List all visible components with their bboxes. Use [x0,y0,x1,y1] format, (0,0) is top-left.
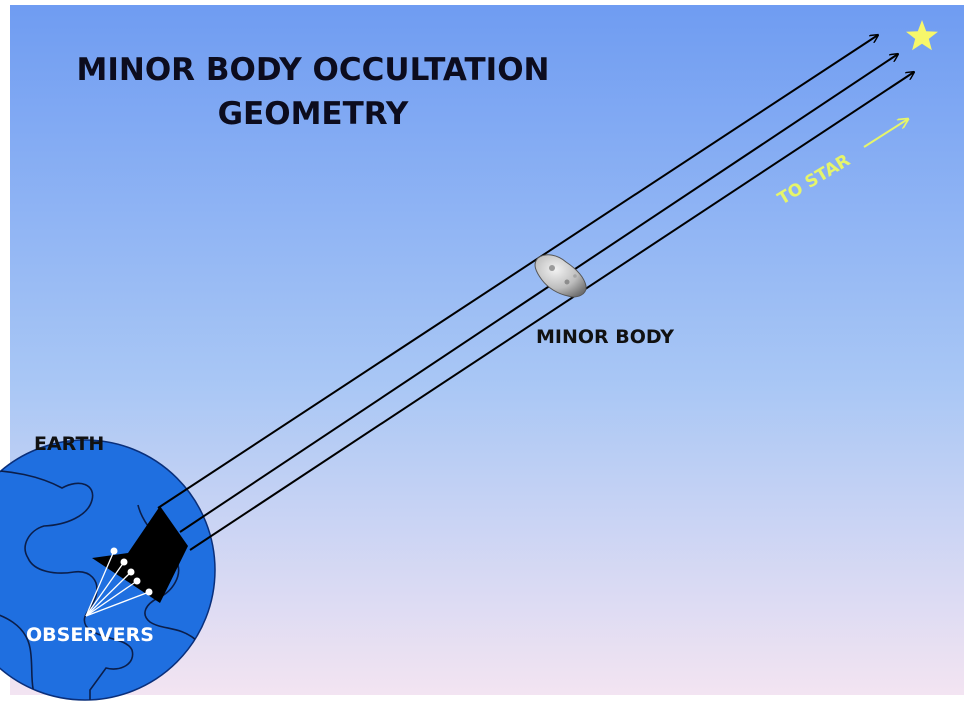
star-icon [906,20,938,51]
observers-label: OBSERVERS [26,624,154,646]
observer-rays [85,550,150,617]
diagram-title-line1: MINOR BODY OCCULTATION [77,52,550,88]
earth-continent-outline [0,469,134,700]
diagram-title-line2: GEOMETRY [218,96,409,132]
sightline-middle [179,54,898,533]
sightline-upper [157,35,878,509]
earth-label: EARTH [34,433,104,455]
asteroid-icon [534,254,587,298]
minor-body-label: MINOR BODY [536,326,674,348]
to-star-arrow [863,119,908,148]
occultation-shadow [92,506,188,603]
sightline-lower [189,72,914,551]
